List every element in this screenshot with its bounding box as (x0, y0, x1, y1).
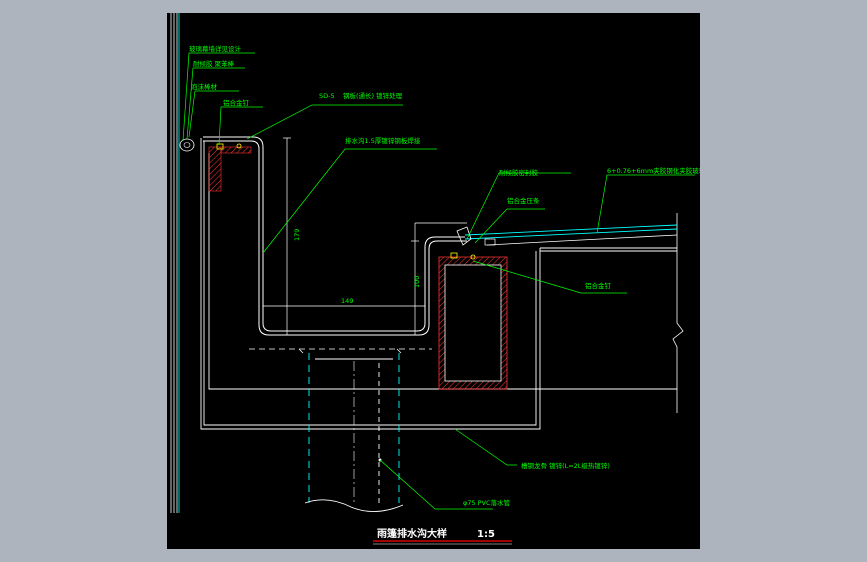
left-steel-plate (208, 146, 222, 192)
label-steel-channel: 槽钢龙骨 镀锌(L=2L级热镀锌) (521, 461, 610, 470)
label-glass: 6+0.76+6mm夹胶钢化夹胶玻璃 (607, 166, 700, 175)
pipe-ticks (298, 348, 402, 354)
dim-100 (411, 222, 467, 335)
steel-channel (438, 256, 508, 390)
right-fasteners (450, 252, 476, 260)
dim-149 (262, 302, 426, 310)
outer-structure (200, 138, 677, 430)
drain-pipe (304, 353, 404, 512)
label-foam-rod: 泡沫棒材 (191, 82, 218, 91)
drawing-frame: 179 100 149 玻璃幕墙详见设计 耐候胶 聚苯棒 泡沫棒材 铝合金钉 S… (167, 13, 700, 549)
label-fastener-left: 铝合金钉 (223, 98, 250, 107)
left-fasteners (216, 143, 242, 150)
dim-179 (283, 137, 291, 336)
label-weather-seal: 耐候胶密封胶 (499, 168, 539, 177)
sealant-joint (179, 138, 195, 152)
canopy-glass (456, 224, 678, 246)
label-gutter: 排水沟1.5厚镀锌钢板焊接 (345, 136, 421, 145)
label-sealant: 耐候胶 聚苯棒 (193, 59, 235, 68)
top-steel-plate (220, 146, 252, 154)
label-pressure-strip: 铝合金压条 (507, 196, 540, 205)
label-curtain-wall: 玻璃幕墙详见设计 (189, 44, 242, 53)
label-fastener-right: 铝合金钉 (585, 281, 612, 290)
label-drain-pipe: φ75 PVC落水管 (463, 498, 511, 507)
break-line (672, 213, 684, 413)
dim-100-label: 100 (413, 276, 421, 288)
label-sd5: SD-5 (319, 92, 335, 100)
leader-lines (182, 52, 695, 510)
gutter-channel (203, 136, 467, 336)
dim-179-label: 179 (293, 229, 301, 241)
curtain-wall (170, 13, 180, 513)
drawing-title: 雨篷排水沟大样 1:5 (373, 527, 512, 545)
drawing-canvas: 179 100 149 玻璃幕墙详见设计 耐候胶 聚苯棒 泡沫棒材 铝合金钉 S… (170, 13, 700, 545)
title-scale: 1:5 (477, 529, 495, 540)
dim-149-label: 149 (341, 297, 353, 305)
label-steel-plate: 钢板(通长) 镀锌处理 (343, 91, 403, 100)
title-text: 雨篷排水沟大样 (377, 527, 447, 540)
